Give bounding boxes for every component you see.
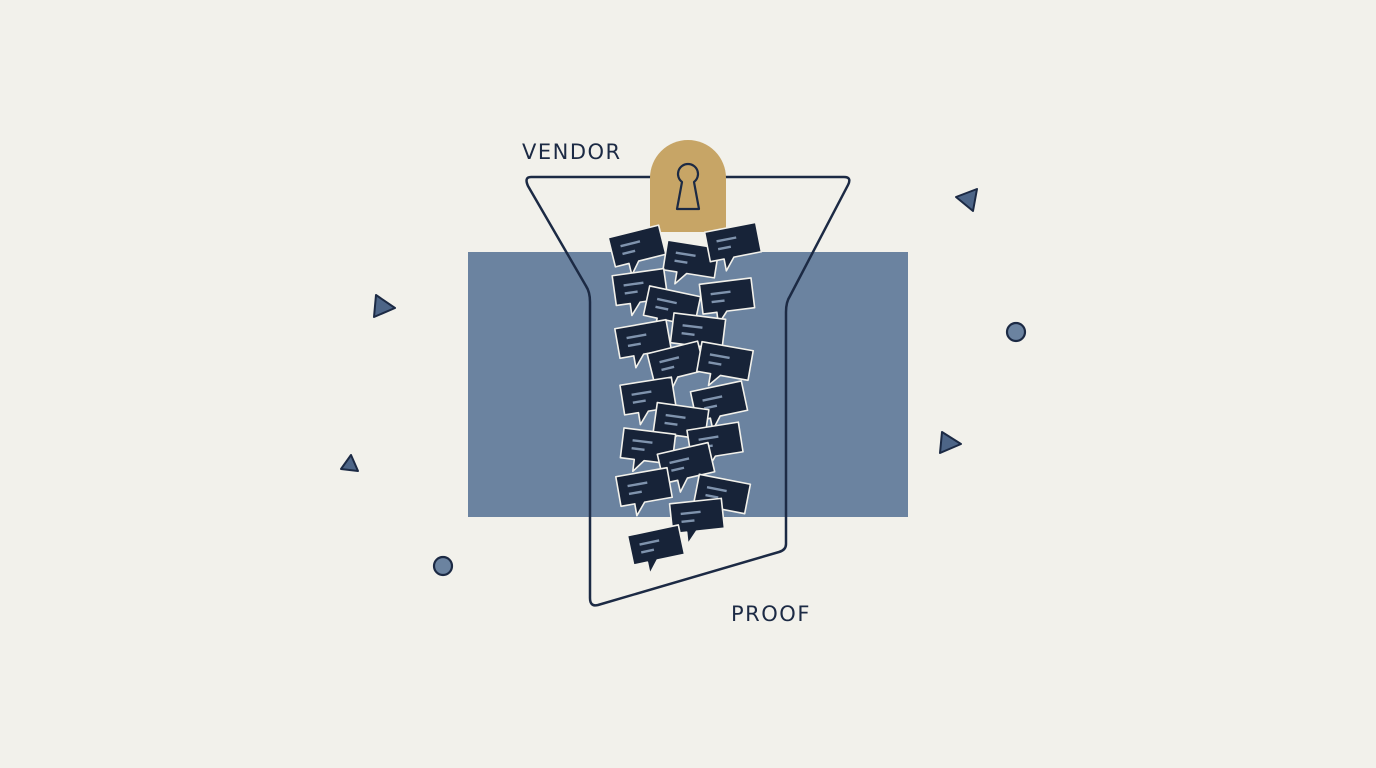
- keyhole-lock-icon: [650, 140, 726, 232]
- proof-label: PROOF: [731, 602, 811, 626]
- speech-bubble-icon: [698, 277, 756, 326]
- circle-icon: [432, 555, 454, 577]
- speech-bubble-icon: [619, 376, 677, 426]
- speech-bubble-stack: [607, 221, 763, 575]
- triangle-icon: [373, 294, 396, 318]
- funnel-outline: [525, 175, 851, 607]
- speech-bubble-icon: [695, 340, 755, 387]
- triangle-icon: [939, 431, 962, 454]
- speech-bubble-icon: [613, 318, 673, 369]
- vendor-label: VENDOR: [522, 140, 622, 164]
- circle-icon: [1005, 321, 1027, 343]
- triangle-icon: [340, 454, 359, 472]
- speech-bubble-icon: [626, 524, 686, 575]
- speech-bubble-icon: [703, 221, 763, 272]
- decorations: [340, 188, 1027, 577]
- speech-bubble-icon: [607, 224, 667, 276]
- speech-bubble-icon: [614, 466, 674, 517]
- speech-bubble-icon: [611, 267, 669, 317]
- triangle-icon: [955, 188, 978, 212]
